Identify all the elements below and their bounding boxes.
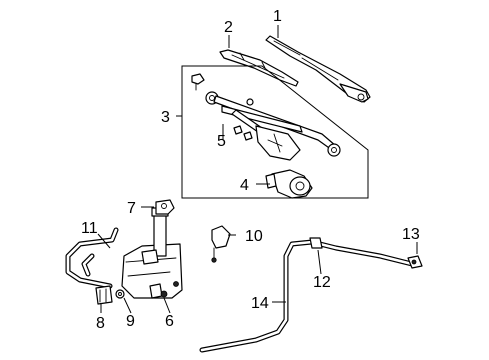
linkage-box-outline xyxy=(176,65,369,199)
grommet xyxy=(115,289,125,299)
callout-13: 13 xyxy=(402,226,420,243)
callout-6: 6 xyxy=(165,313,174,330)
callout-numbers: 1 2 3 4 5 6 7 8 9 10 11 12 13 14 xyxy=(81,8,420,332)
washer-hose xyxy=(199,239,415,353)
callout-11: 11 xyxy=(81,220,98,237)
hose-end-nozzle xyxy=(407,255,423,269)
hose-clip xyxy=(95,285,113,305)
callout-14: 14 xyxy=(251,295,269,312)
reservoir-hose xyxy=(65,227,119,289)
wiper-linkage xyxy=(205,91,341,161)
callout-10: 10 xyxy=(245,228,263,245)
washer-pump xyxy=(155,199,175,215)
callout-3: 3 xyxy=(161,109,170,126)
bolt xyxy=(191,73,205,91)
callout-5: 5 xyxy=(217,133,226,150)
leader-lines xyxy=(97,25,418,314)
wiper-motor xyxy=(265,169,313,199)
callout-9: 9 xyxy=(126,313,135,330)
callout-4: 4 xyxy=(240,177,249,194)
callout-12: 12 xyxy=(313,274,331,291)
callout-1: 1 xyxy=(273,8,282,25)
bolt-small xyxy=(233,125,253,141)
hose-connector xyxy=(309,237,323,249)
washer-reservoir xyxy=(121,207,183,299)
washer-nozzle xyxy=(211,225,231,263)
callout-2: 2 xyxy=(224,19,233,36)
wiper-arm xyxy=(265,35,371,103)
callout-8: 8 xyxy=(96,315,105,332)
wiper-blade xyxy=(219,49,299,87)
callout-7: 7 xyxy=(127,200,136,217)
